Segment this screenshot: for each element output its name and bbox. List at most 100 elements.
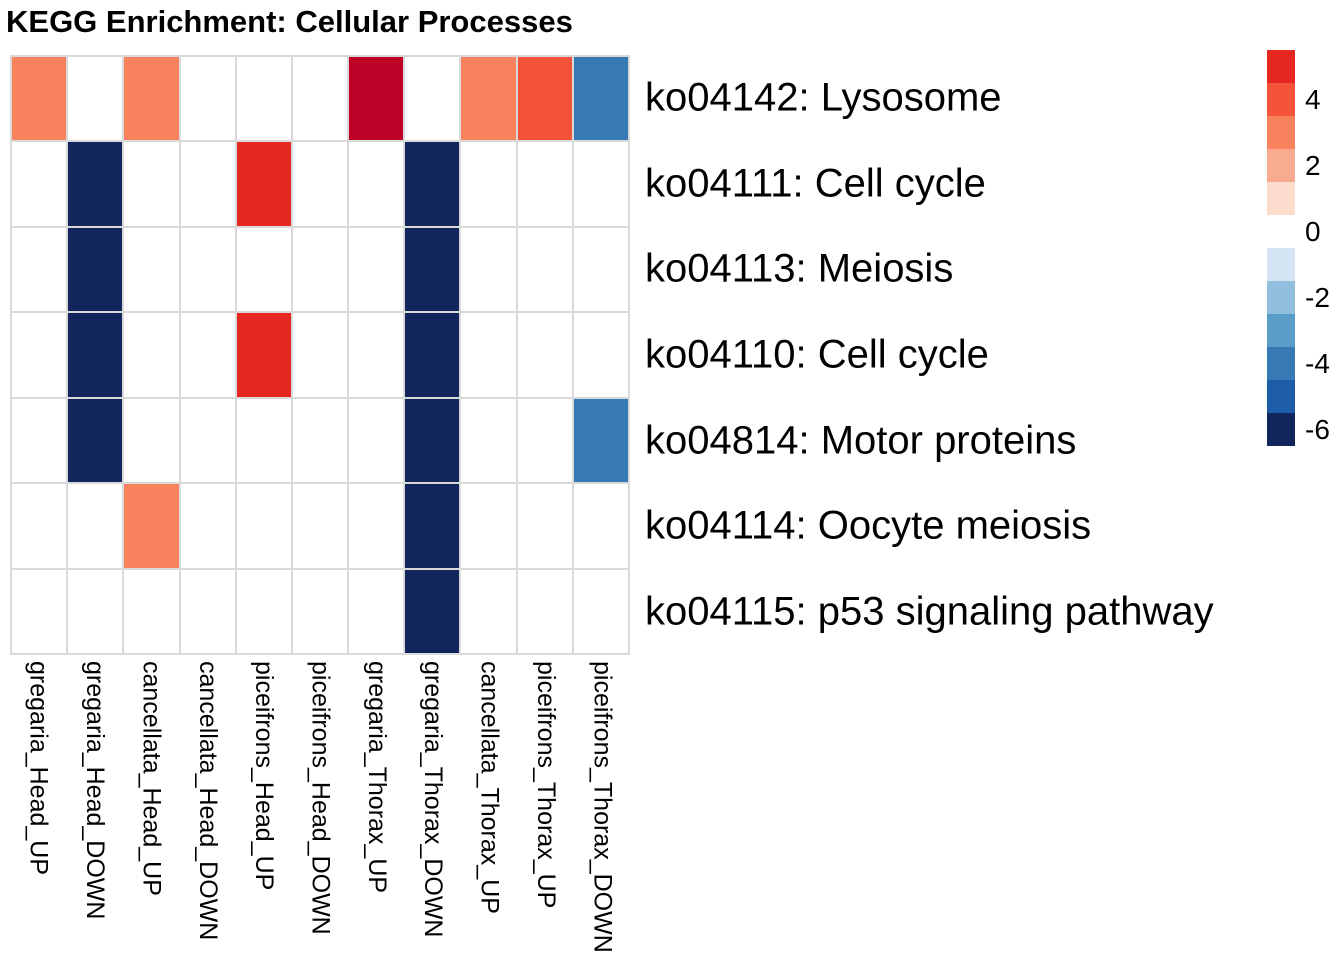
heatmap-cell (180, 398, 235, 483)
heatmap-cell (236, 227, 291, 312)
heatmap-cell (461, 227, 516, 312)
chart-title: KEGG Enrichment: Cellular Processes (6, 4, 573, 39)
heatmap-cell (349, 57, 404, 141)
legend-tick-label: -4 (1305, 347, 1330, 379)
heatmap-cell (12, 57, 67, 141)
heatmap-cell (573, 57, 628, 141)
heatmap-cell (405, 57, 460, 141)
legend-tick-label: -2 (1305, 281, 1330, 313)
heatmap-cell (124, 398, 179, 483)
heatmap-cell (236, 313, 291, 397)
heatmap-cell (12, 398, 67, 483)
heatmap-cell (292, 484, 348, 568)
heatmap-cell (236, 57, 291, 141)
legend-step (1267, 50, 1295, 83)
heatmap-cell (124, 313, 179, 397)
row-label: ko04814: Motor proteins (645, 418, 1077, 463)
column-label: cancellata_Head_DOWN (193, 661, 222, 941)
heatmap-cell (236, 398, 291, 483)
row-label: ko04111: Cell cycle (645, 161, 986, 206)
heatmap-cell (236, 569, 291, 653)
heatmap-cell (461, 313, 516, 397)
heatmap-cell (573, 484, 628, 568)
heatmap-cell (405, 569, 460, 653)
heatmap-cell (405, 142, 460, 226)
heatmap-cell (68, 227, 123, 312)
heatmap-cell (124, 227, 179, 312)
heatmap-cell (461, 142, 516, 226)
column-label: piceifrons_Head_UP (250, 661, 279, 891)
heatmap-cell (180, 313, 235, 397)
heatmap-cell (405, 227, 460, 312)
legend-tick-label: 2 (1305, 149, 1321, 181)
heatmap-cell (12, 227, 67, 312)
legend-step: 0 (1267, 215, 1321, 248)
heatmap-cell (573, 142, 628, 226)
sample-axis-labels: gregaria_Head_UP gregaria_Head_DOWN cancel… (10, 661, 630, 960)
heatmap-cell (349, 313, 404, 397)
heatmap-cell (405, 313, 460, 397)
heatmap-cell (180, 227, 235, 312)
row-label: ko04115: p53 signaling pathway (645, 589, 1214, 634)
legend-tick-label: 0 (1305, 215, 1321, 247)
heatmap-cell (292, 313, 348, 397)
row-label: ko04142: Lysosome (645, 75, 1002, 120)
heatmap-cell (573, 569, 628, 653)
heatmap-cell (68, 484, 123, 568)
heatmap-cell (461, 569, 516, 653)
color-scale-legend: 4 2 0 -2 -4 -6 (1267, 50, 1344, 446)
legend-step: -4 (1267, 347, 1330, 380)
heatmap-cell (68, 569, 123, 653)
heatmap-cell (68, 142, 123, 226)
heatmap-cell (12, 484, 67, 568)
row-label: ko04113: Meiosis (645, 246, 954, 291)
column-label: piceifrons_Thorax_DOWN (588, 661, 617, 953)
legend-step: -2 (1267, 281, 1330, 314)
heatmap-cell (517, 398, 572, 483)
heatmap-cell (12, 313, 67, 397)
heatmap-cell (292, 569, 348, 653)
heatmap-cell (349, 569, 404, 653)
heatmap-cell (180, 142, 235, 226)
heatmap-cell (517, 227, 572, 312)
row-label: ko04110: Cell cycle (645, 332, 989, 377)
heatmap-cell (236, 142, 291, 226)
column-label: gregaria_Head_UP (24, 661, 53, 876)
heatmap-cell (517, 313, 572, 397)
pathway-axis-labels: ko04142: Lysosome ko04111: Cell cycle ko04… (645, 55, 1344, 655)
heatmap-cell (180, 569, 235, 653)
column-label: piceifrons_Head_DOWN (306, 661, 335, 935)
heatmap-cell (405, 398, 460, 483)
legend-step (1267, 380, 1295, 413)
heatmap-cell (12, 569, 67, 653)
legend-tick-label: -6 (1305, 413, 1330, 445)
heatmap-cell (405, 484, 460, 568)
legend-step: -6 (1267, 413, 1330, 446)
heatmap-cell (68, 398, 123, 483)
heatmap-cell (292, 398, 348, 483)
column-label: cancellata_Head_UP (137, 661, 166, 896)
legend-tick-label: 4 (1305, 83, 1321, 115)
heatmap-cell (461, 57, 516, 141)
heatmap-cell (124, 57, 179, 141)
heatmap-cell (292, 142, 348, 226)
column-label: gregaria_Head_DOWN (81, 661, 110, 920)
legend-step (1267, 182, 1295, 215)
heatmap-cell (349, 398, 404, 483)
column-label: cancellata_Thorax_UP (475, 661, 504, 914)
column-label: gregaria_Thorax_UP (362, 661, 391, 894)
heatmap-cell (573, 313, 628, 397)
heatmap-cell (573, 398, 628, 483)
heatmap-cell (12, 142, 67, 226)
heatmap-cell (461, 484, 516, 568)
heatmap-cell (517, 57, 572, 141)
row-label: ko04114: Oocyte meiosis (645, 503, 1092, 548)
heatmap-cell (68, 57, 123, 141)
heatmap-cell (124, 484, 179, 568)
heatmap-cell (461, 398, 516, 483)
heatmap-cell (573, 227, 628, 312)
heatmap-cell (349, 142, 404, 226)
legend-step (1267, 248, 1295, 281)
heatmap-cell (517, 569, 572, 653)
